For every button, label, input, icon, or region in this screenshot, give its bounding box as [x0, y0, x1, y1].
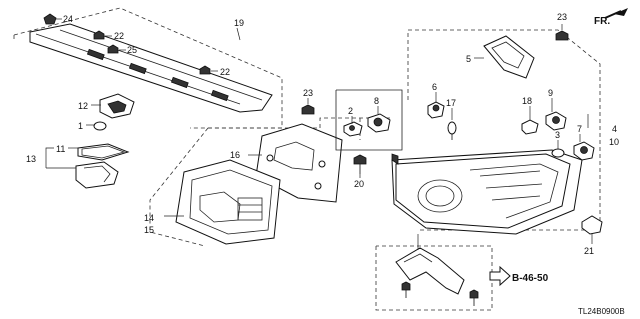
callout-4: 4: [612, 124, 617, 134]
nut-22a-icon: [93, 30, 112, 40]
callout-9: 9: [548, 88, 553, 98]
callout-2: 2: [348, 106, 353, 116]
callout-24: 24: [63, 14, 73, 24]
tail-lamp-assembly: [391, 24, 603, 244]
lower-bracket: [375, 234, 493, 311]
lens-assembly: [45, 143, 130, 189]
callout-16: 16: [230, 150, 240, 160]
callout-14: 14: [144, 213, 154, 223]
callout-19: 19: [234, 18, 244, 28]
callout-22a: 22: [114, 31, 124, 41]
callout-8: 8: [374, 96, 379, 106]
garnish-assembly: [13, 7, 283, 129]
callout-6: 6: [432, 82, 437, 92]
callout-3: 3: [555, 130, 560, 140]
callout-15: 15: [144, 225, 154, 235]
reference-arrow: [489, 265, 511, 287]
callout-12: 12: [78, 101, 88, 111]
front-direction-arrow-icon: [604, 8, 628, 19]
bolt-20-icon: [353, 154, 367, 178]
callout-23a: 23: [303, 88, 313, 98]
callout-21: 21: [584, 246, 594, 256]
callout-13: 13: [26, 154, 36, 164]
callout-10: 10: [609, 137, 619, 147]
callout-25: 25: [127, 45, 137, 55]
reference-label[interactable]: B-46-50: [512, 273, 549, 284]
clip-24-icon: [43, 13, 62, 25]
clip-23a-icon: [301, 98, 315, 115]
callout-1: 1: [78, 121, 83, 131]
license-light-assembly: [86, 93, 135, 131]
callout-20: 20: [354, 179, 364, 189]
nut-22b-icon: [199, 65, 218, 75]
callout-17: 17: [446, 98, 456, 108]
front-direction-label: FR.: [594, 16, 610, 27]
callout-7: 7: [577, 124, 582, 134]
diagram-code: TL24B0900B: [578, 307, 625, 316]
callout-18: 18: [522, 96, 532, 106]
callout-23b: 23: [557, 12, 567, 22]
inner-lamp-assembly: [149, 117, 390, 247]
socket-group-2-8: [335, 89, 403, 151]
callout-22b: 22: [220, 67, 230, 77]
callout-11: 11: [56, 144, 65, 154]
nut-25-icon: [107, 44, 126, 54]
callout-5: 5: [466, 54, 471, 64]
